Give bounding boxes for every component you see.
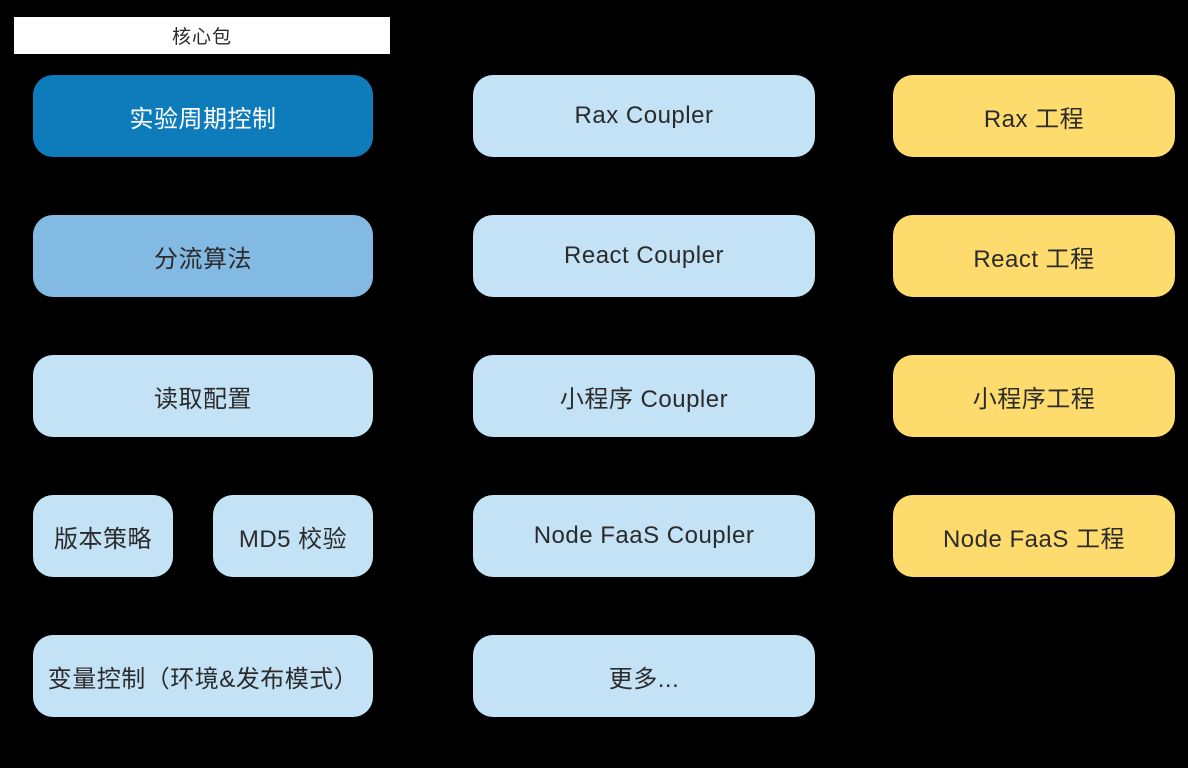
box-rax-coupler: Rax Coupler — [473, 75, 815, 157]
box-more: 更多... — [473, 635, 815, 717]
box-rax-project: Rax 工程 — [893, 75, 1175, 157]
box-experiment-cycle-control: 实验周期控制 — [33, 75, 373, 157]
box-md5-check: MD5 校验 — [213, 495, 373, 577]
core-package-header: 核心包 — [14, 17, 390, 54]
box-read-config: 读取配置 — [33, 355, 373, 437]
box-miniapp-project: 小程序工程 — [893, 355, 1175, 437]
box-react-project: React 工程 — [893, 215, 1175, 297]
box-node-faas-coupler: Node FaaS Coupler — [473, 495, 815, 577]
box-variable-control: 变量控制（环境&发布模式） — [33, 635, 373, 717]
box-traffic-split-algorithm: 分流算法 — [33, 215, 373, 297]
box-react-coupler: React Coupler — [473, 215, 815, 297]
box-version-strategy: 版本策略 — [33, 495, 173, 577]
box-node-faas-project: Node FaaS 工程 — [893, 495, 1175, 577]
box-miniapp-coupler: 小程序 Coupler — [473, 355, 815, 437]
